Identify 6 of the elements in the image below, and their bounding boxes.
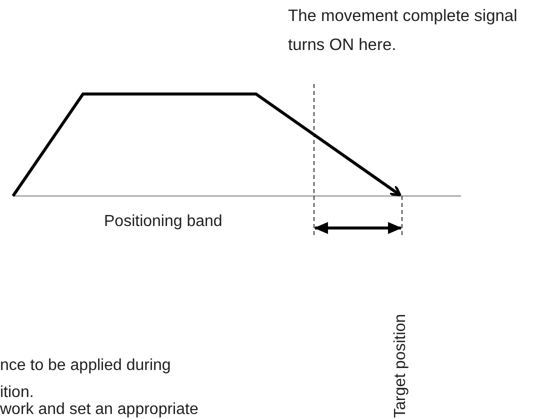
note-text: nce to be applied during xyxy=(0,356,171,376)
note-text: work and set an appropriate xyxy=(0,400,198,419)
target-label: Target position xyxy=(391,314,410,418)
callout-note: The movement complete signal turns ON here. xyxy=(288,6,518,56)
band-label: Positioning band xyxy=(104,212,222,232)
note-text: ition. xyxy=(0,383,34,402)
